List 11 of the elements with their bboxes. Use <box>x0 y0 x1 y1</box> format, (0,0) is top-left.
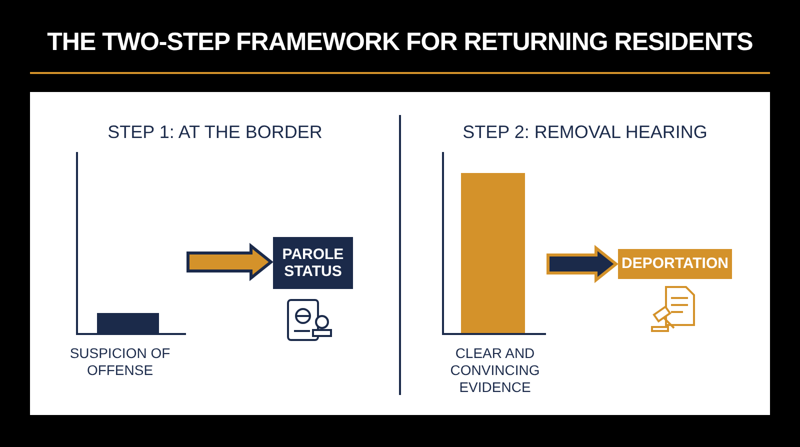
bar-caption: CLEAR AND CONVINCING EVIDENCE <box>449 345 541 396</box>
block-arrow <box>546 244 618 284</box>
bar-chart <box>442 152 546 335</box>
status-box: DEPORTATION <box>618 249 732 279</box>
section-heading: STEP 2: REMOVAL HEARING <box>462 122 708 143</box>
title: THE TWO-STEP FRAMEWORK FOR RETURNING RESIDENTS <box>46 28 754 57</box>
bar-chart <box>76 152 186 335</box>
bar-caption: SUSPICION OF OFFENSE <box>68 345 172 379</box>
status-box: PAROLE STATUS <box>273 237 353 289</box>
block-arrow <box>186 242 274 282</box>
section-heading: STEP 1: AT THE BORDER <box>106 122 324 143</box>
